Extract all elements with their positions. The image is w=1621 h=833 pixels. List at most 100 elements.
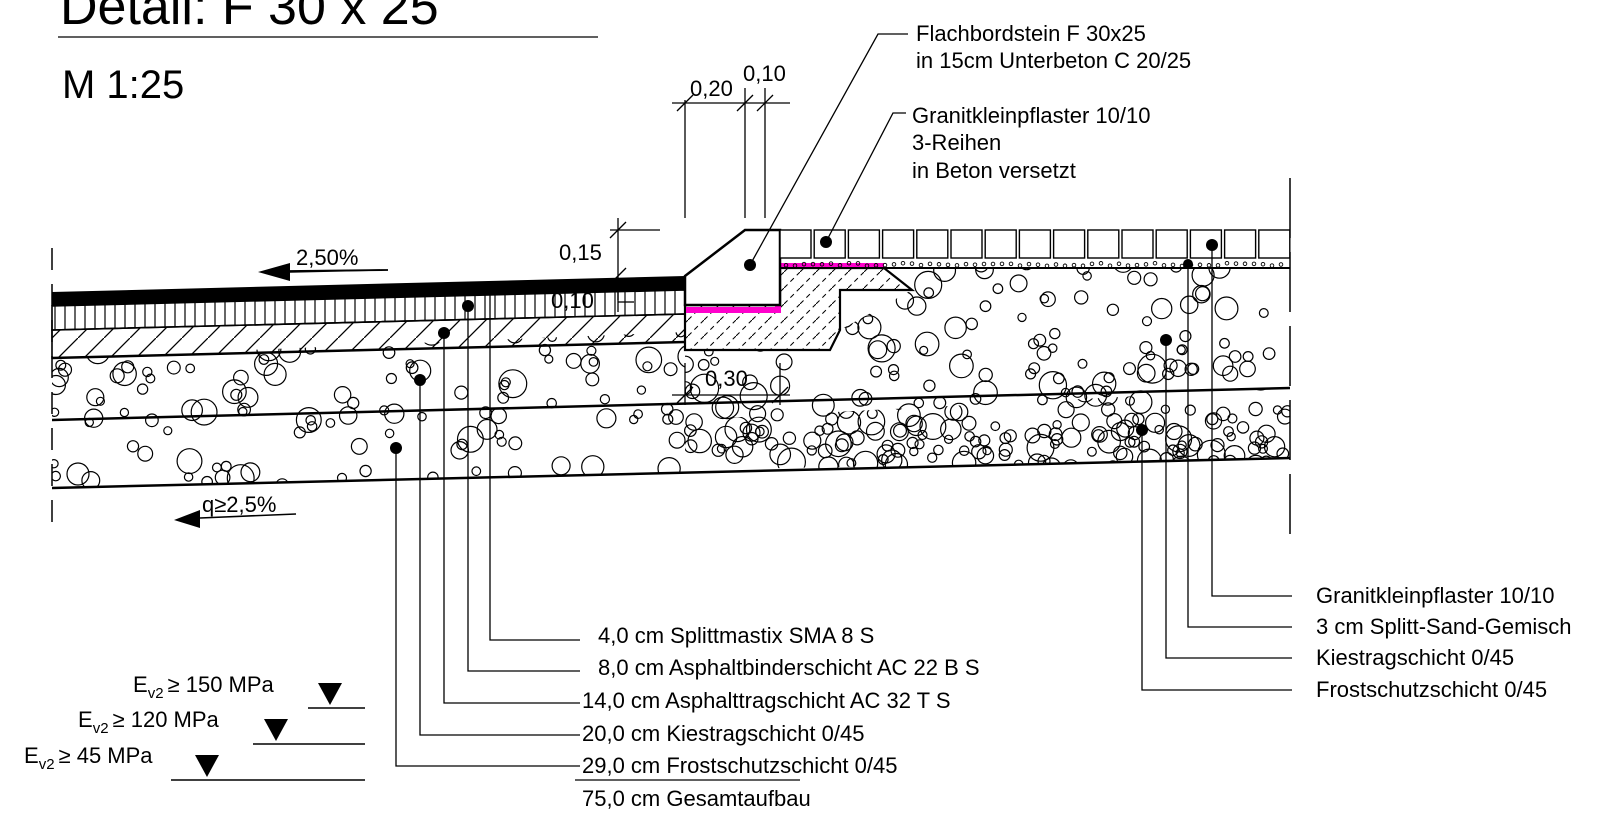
gravel-stone <box>1263 436 1286 458</box>
gravel-stone <box>1174 466 1196 488</box>
gravel-stone <box>359 464 372 478</box>
sand-grain <box>954 263 960 268</box>
gravel-stone <box>685 439 698 454</box>
gravel-stone <box>258 354 270 365</box>
gravel-stone <box>263 362 287 386</box>
gravel-stone <box>886 338 901 354</box>
gravel-stone <box>919 345 929 355</box>
gravel-stone <box>997 375 1009 386</box>
drawing-title: Detail: F 30 x 25 <box>60 0 439 36</box>
gravel-stone <box>500 377 511 388</box>
sand-grain <box>1251 261 1257 267</box>
gravel-stone <box>742 374 758 391</box>
paver-stone <box>1223 229 1257 259</box>
layer-leaders-right <box>1141 245 1292 691</box>
gravel-stone <box>1052 420 1062 430</box>
sand-grain <box>1152 260 1158 266</box>
gravel-stone <box>456 425 484 453</box>
slope-label-bottom: q≥2,5% <box>202 492 276 517</box>
gravel-stone <box>1038 371 1068 400</box>
gravel-stone <box>52 367 69 388</box>
gravel-stone <box>687 428 712 454</box>
gravel-stone <box>1092 429 1105 442</box>
gravel-stone <box>112 361 137 387</box>
gravel-stone <box>1150 297 1173 320</box>
gravel-stone <box>867 334 896 363</box>
paver-stone <box>1155 229 1188 259</box>
gravel-stone <box>1037 423 1052 439</box>
asphalt-sma-layer <box>52 276 685 306</box>
gravel-stone <box>895 291 915 310</box>
gravel-stone <box>1145 350 1156 361</box>
gravel-stone <box>144 413 159 428</box>
gravel-stone <box>1084 383 1108 407</box>
gravel-stone <box>1071 413 1090 432</box>
gravel-stone <box>1247 441 1262 455</box>
sand-grain <box>1134 262 1140 268</box>
gravel-stone <box>221 379 247 405</box>
gravel-stone <box>1179 330 1192 343</box>
gravel-stone <box>479 406 493 420</box>
gravel-stone <box>1127 270 1142 285</box>
gravel-stone <box>849 430 865 446</box>
gravel-stone <box>1049 439 1060 450</box>
ev2-row-120: Ev2≥ 120 MPa <box>78 707 365 745</box>
gravel-stone <box>1215 406 1231 422</box>
sand-grain <box>999 261 1005 267</box>
gravel-stone <box>1169 359 1187 378</box>
gravel-stone <box>1061 427 1082 448</box>
gravel-stone <box>333 385 352 404</box>
sand-grain <box>891 262 897 267</box>
gravel-stone <box>1257 424 1276 443</box>
gravel-stone <box>636 385 647 395</box>
gravel-stone <box>1039 293 1050 304</box>
gravel-stone <box>890 442 906 458</box>
gravel-stone <box>1128 390 1153 414</box>
gravel-stone <box>586 345 597 356</box>
gravel-stone <box>852 450 879 477</box>
gravel-stone <box>992 283 1004 295</box>
gravel-stone <box>136 383 149 395</box>
gravel-stone <box>417 411 427 422</box>
svg-text:Ev2≥ 45 MPa: Ev2≥ 45 MPa <box>24 743 153 773</box>
gravel-stone <box>52 470 61 482</box>
gravel-stone <box>909 446 919 457</box>
gravel-stone <box>976 446 995 465</box>
gravel-stone <box>907 296 927 316</box>
sand-grain <box>855 261 861 266</box>
gravel-stone <box>1228 350 1242 363</box>
gravel-stone <box>998 442 1013 457</box>
gravel-stone <box>454 385 469 400</box>
gravel-stone <box>933 396 947 410</box>
gravel-stone <box>1077 358 1088 369</box>
gravel-stone <box>998 449 1011 462</box>
gravel-stone <box>806 445 818 456</box>
gravel-stone <box>837 402 855 419</box>
gravel-stone <box>1040 291 1056 308</box>
gravel-stone <box>551 456 571 476</box>
gravel-stone <box>684 424 697 438</box>
gravel-stone <box>1179 295 1199 315</box>
sand-grain <box>846 260 852 266</box>
gravel-stone <box>121 360 135 374</box>
layer-label-total: 75,0 cm Gesamtaufbau <box>582 786 811 811</box>
layer-boundary-kiestrag <box>51 386 1291 422</box>
sand-grain <box>918 262 924 268</box>
gravel-stone <box>496 436 507 447</box>
sand-grain <box>900 260 906 266</box>
sand-grain <box>1278 262 1284 267</box>
gravel-stone <box>978 367 993 383</box>
layer-label-sma: 4,0 cm Splittmastix SMA 8 S <box>598 623 874 648</box>
slope-label-top: 2,50% <box>296 245 358 270</box>
sand-grain <box>1089 261 1095 267</box>
gravel-stone <box>1227 413 1238 424</box>
gravel-stone <box>211 462 222 473</box>
gravel-stone <box>1091 371 1117 396</box>
gravel-stone <box>1057 401 1075 419</box>
gravel-stone <box>914 331 940 357</box>
gravel-stone <box>1210 438 1225 453</box>
gravel-stone <box>471 466 482 477</box>
gravel-stone <box>142 366 153 378</box>
gravel-stone <box>230 388 243 401</box>
gravel-stone <box>1239 360 1256 378</box>
